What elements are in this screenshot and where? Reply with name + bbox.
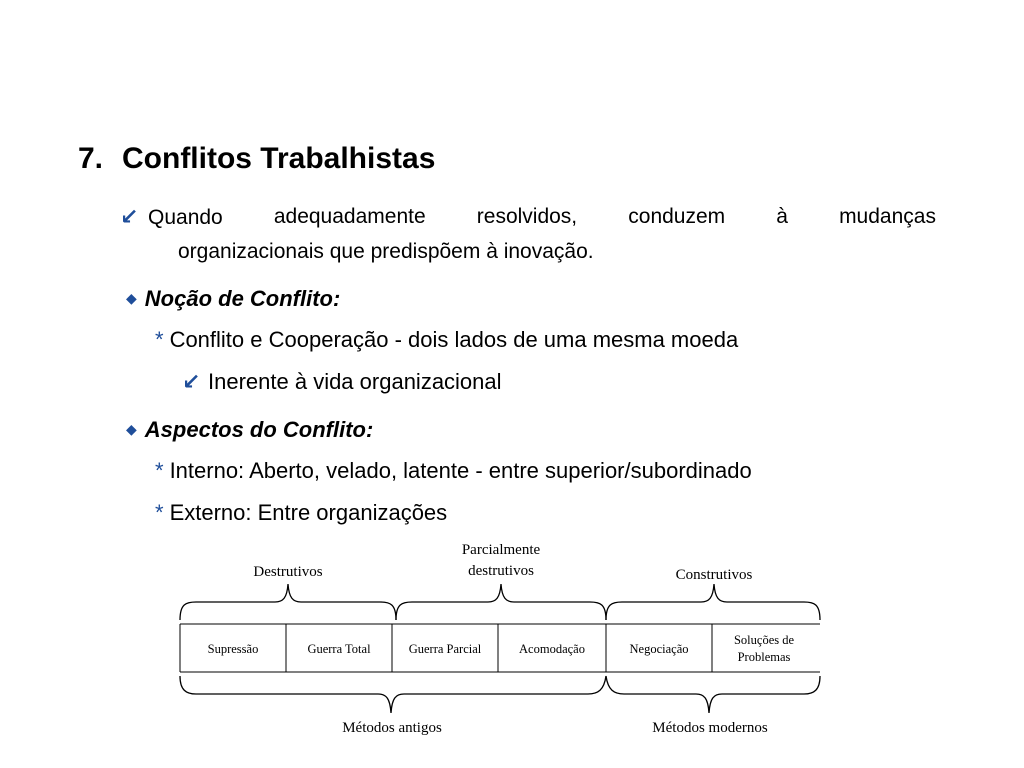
nocao-item-2-text: Inerente à vida organizacional <box>208 369 502 394</box>
intro-word: à <box>776 205 788 228</box>
diagram-svg: Destrutivos Parcialmente destrutivos Con… <box>179 542 821 736</box>
bottom-brace-metodos-antigos <box>179 675 607 714</box>
asterisk-marker: * <box>155 327 164 352</box>
cell-guerra-total: Guerra Total <box>307 642 371 656</box>
label-metodos-modernos: Métodos modernos <box>652 720 768 736</box>
curved-arrow-icon: ↙ <box>182 369 201 394</box>
intro-word: mudanças <box>839 205 936 228</box>
intro-first: ↙ Quando <box>120 200 223 235</box>
cell-guerra-parcial: Guerra Parcial <box>409 642 482 656</box>
top-brace-construtivos <box>605 583 821 621</box>
label-metodos-antigos: Métodos antigos <box>342 720 442 736</box>
conflict-methods-diagram: Destrutivos Parcialmente destrutivos Con… <box>170 538 830 748</box>
asterisk-marker: * <box>155 458 164 483</box>
intro-word: resolvidos, <box>476 205 578 228</box>
nocao-item-1: *Conflito e Cooperação - dois lados de u… <box>155 327 738 353</box>
intro-word: adequadamente <box>273 205 426 228</box>
title-number: 7. <box>78 142 104 175</box>
cell-negociacao: Negociação <box>630 642 689 656</box>
cell-solucoes-line1: Soluções de <box>734 633 795 647</box>
nocao-heading-row: ◆ Noção de Conflito: <box>126 286 340 312</box>
bottom-brace-metodos-modernos <box>605 675 821 714</box>
cell-solucoes-line2: Problemas <box>738 650 791 664</box>
intro-line-2: organizacionais que predispõem à inovaçã… <box>178 240 594 263</box>
group-label-construtivos: Construtivos <box>676 567 753 583</box>
aspectos-item-1: *Interno: Aberto, velado, latente - entr… <box>155 458 752 484</box>
cell-supressao: Supressão <box>208 642 259 656</box>
aspectos-item-2: *Externo: Entre organizações <box>155 500 447 526</box>
aspectos-heading: Aspectos do Conflito: <box>144 417 374 442</box>
nocao-heading: Noção de Conflito: <box>144 286 341 311</box>
intro-word: conduzem <box>628 205 726 228</box>
group-label-parcialmente: Parcialmente <box>462 542 541 558</box>
intro-bullet: ↙ Quando adequadamente resolvidos, conduz… <box>120 200 936 269</box>
cell-acomodacao: Acomodação <box>519 642 585 656</box>
curved-arrow-icon: ↙ <box>120 204 139 229</box>
aspectos-item-2-text: Externo: Entre organizações <box>169 500 448 525</box>
aspectos-heading-row: ◆ Aspectos do Conflito: <box>126 417 373 443</box>
top-brace-parcialmente <box>395 583 607 621</box>
group-label-destrutivos: Destrutivos <box>253 564 322 580</box>
nocao-item-1-text: Conflito e Cooperação - dois lados de um… <box>169 327 739 352</box>
nocao-item-2: ↙ Inerente à vida organizacional <box>182 369 502 395</box>
group-label-destrutivos-2: destrutivos <box>468 563 534 579</box>
slide-title: 7. Conflitos Trabalhistas <box>78 142 435 176</box>
intro-line-1: ↙ Quando adequadamente resolvidos, conduz… <box>120 200 936 235</box>
diamond-icon: ◆ <box>126 421 137 437</box>
title-text: Conflitos Trabalhistas <box>122 142 436 175</box>
intro-word: Quando <box>148 206 223 229</box>
asterisk-marker: * <box>155 500 164 525</box>
top-brace-destrutivos <box>179 583 397 621</box>
aspectos-item-1-text: Interno: Aberto, velado, latente - entre… <box>169 458 752 483</box>
diamond-icon: ◆ <box>126 290 137 306</box>
